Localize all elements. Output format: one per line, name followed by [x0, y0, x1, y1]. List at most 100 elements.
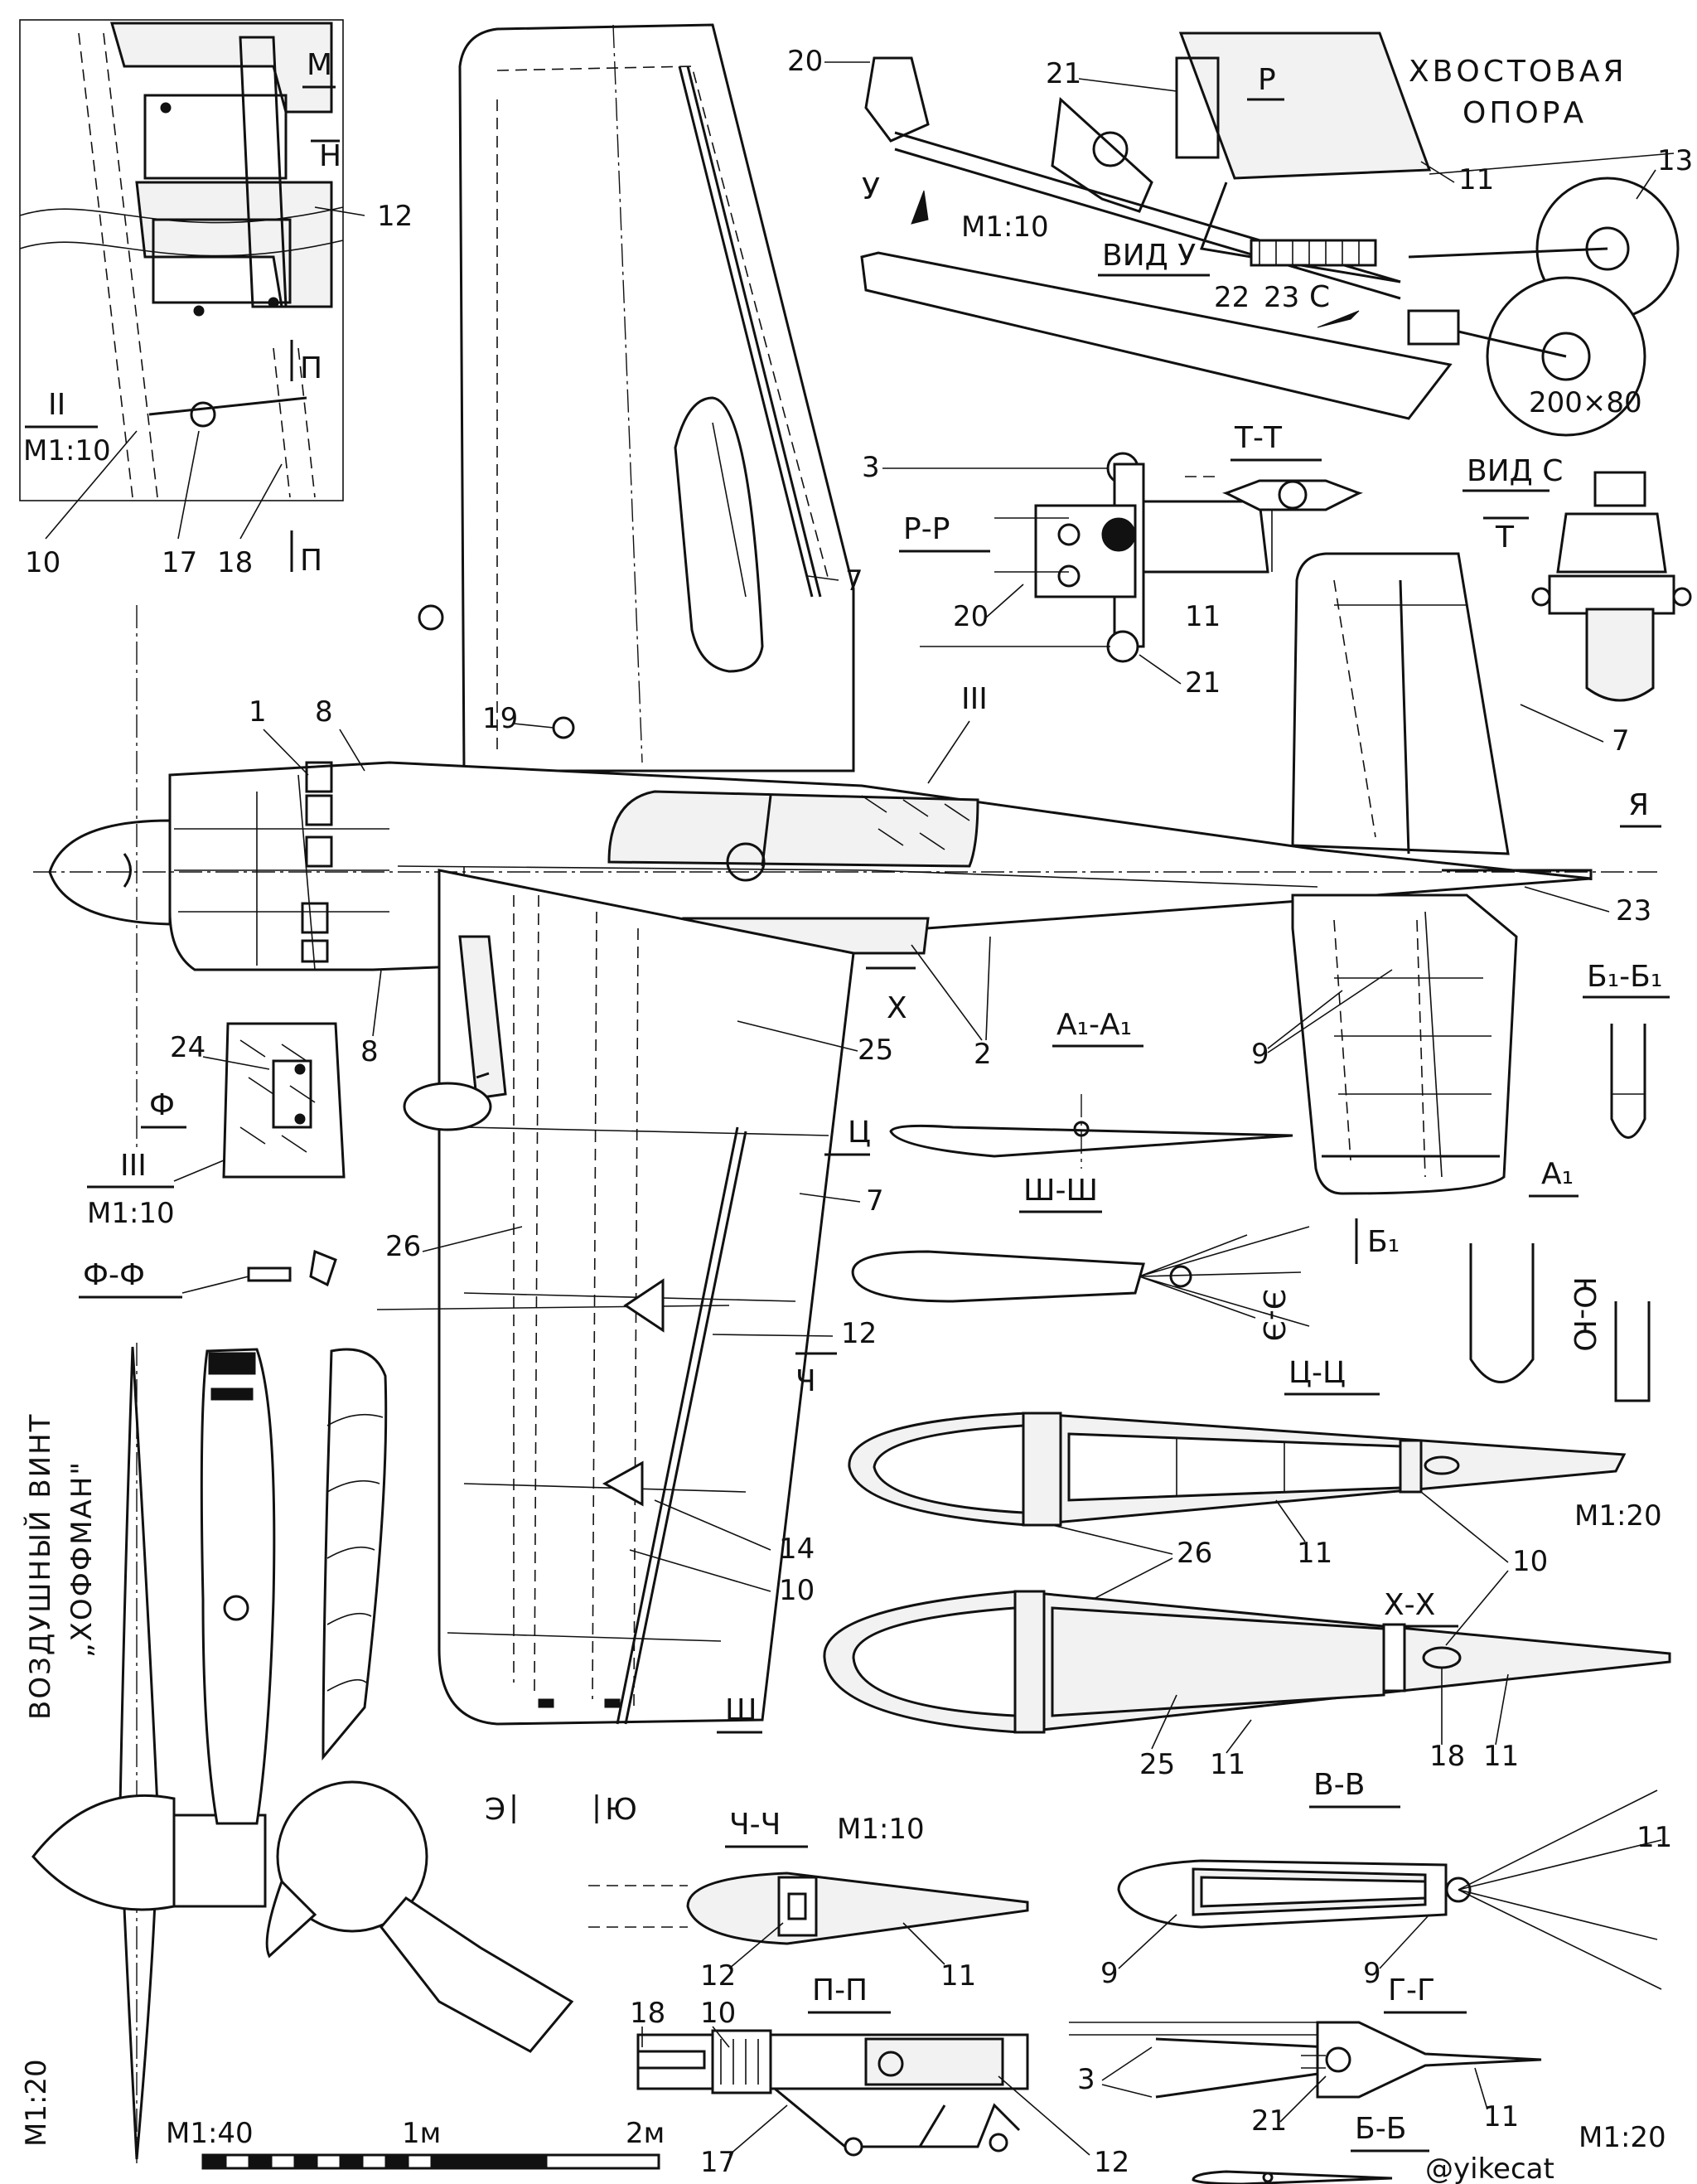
propeller-views: ВОЗДУШНЫЙ ВИНТ „ХОФФМАН" М1:20 — [20, 1343, 574, 2163]
label-part-3-rr: 3 — [862, 451, 880, 484]
label-part-10-pp: 10 — [700, 1997, 736, 2030]
detail-ii-title: II — [48, 388, 65, 422]
tail-support-title-1: ХВОСТОВАЯ — [1409, 55, 1627, 89]
section-vv-title: В-В — [1313, 1768, 1365, 1802]
label-section-ch: Ч — [795, 1364, 816, 1398]
label-section-e: Э — [485, 1793, 505, 1827]
label-part-1: 1 — [249, 695, 267, 729]
label-section-b1-main: Б₁ — [1367, 1225, 1400, 1259]
label-section-t: Т — [1495, 521, 1515, 554]
section-tt-title: Т-Т — [1234, 421, 1283, 455]
chch-scale: М1:10 — [837, 1813, 925, 1846]
label-part-11-gg: 11 — [1483, 2100, 1519, 2133]
label-part-13: 13 — [1657, 144, 1693, 177]
watermark: @yikecat — [1425, 2153, 1554, 2184]
label-section-iii-main: III — [961, 682, 988, 716]
section-rr-title: Р-Р — [903, 512, 950, 546]
propeller-hub-front — [276, 1780, 428, 1933]
label-part-11-chch: 11 — [940, 1959, 976, 1993]
section-rr-view: 3 Р-Р 20 11 21 — [862, 451, 1273, 700]
section-bb-view: Б-Б М1:20 — [1192, 2112, 1666, 2184]
label-part-25: 25 — [858, 1034, 893, 1067]
detail-iii-view: 24 Ф III М1:10 Ф-Ф — [79, 605, 346, 1299]
label-part-11-khkh-a: 11 — [1210, 1748, 1245, 1781]
propeller-hub-side — [31, 1794, 176, 1911]
label-part-20-tail: 20 — [787, 45, 823, 78]
view-c-title: ВИД С — [1467, 454, 1563, 488]
label-part-24: 24 — [170, 1031, 205, 1064]
section-pp-title: П-П — [812, 1973, 868, 2007]
section-tsts-title: Ц-Ц — [1288, 1356, 1346, 1390]
label-part-26-tsts: 26 — [1177, 1537, 1212, 1570]
section-vv-view: В-В 9 9 11 — [1100, 1768, 1672, 1990]
label-section-kh: Х — [887, 991, 907, 1025]
label-part-23-tail: 23 — [1264, 281, 1299, 314]
tail-spring — [1250, 239, 1377, 267]
label-part-18: 18 — [217, 546, 253, 579]
section-bb-title: Б-Б — [1355, 2112, 1406, 2146]
section-a1a1-view: А₁-А₁ — [889, 1008, 1293, 1169]
section-chch-view: Ч-Ч М1:10 12 11 — [588, 1808, 1029, 1993]
label-part-11-rr: 11 — [1185, 600, 1221, 633]
label-section-p-top: П — [300, 351, 322, 385]
propeller-blade-side — [118, 1346, 159, 2160]
tail-support-view: ХВОСТОВАЯ ОПОРА 200×80 20 21 Р 11 13 У М… — [787, 31, 1693, 437]
label-part-21-tail: 21 — [1046, 57, 1081, 90]
section-shsh-view: Ш-Ш — [851, 1174, 1310, 1327]
label-part-12-chch: 12 — [700, 1959, 736, 1993]
label-section-tse: Ц — [848, 1116, 871, 1150]
label-part-22: 22 — [1214, 281, 1250, 314]
horizontal-stabilizer — [1291, 893, 1518, 1195]
label-part-8-top: 8 — [315, 695, 333, 729]
label-part-18-khkh: 18 — [1429, 1740, 1465, 1773]
label-section-f: Ф — [149, 1088, 175, 1122]
tail-support-title-2: ОПОРА — [1463, 96, 1587, 130]
detail-iii-title: III — [120, 1149, 147, 1183]
label-part-10-tsts: 10 — [1512, 1545, 1548, 1578]
detail-ii-scale: М1:10 — [23, 434, 111, 467]
label-part-10-main: 10 — [779, 1574, 815, 1607]
detail-iii-scale: М1:10 — [87, 1197, 175, 1230]
section-tt-view: Т-Т ВИД С Т — [1221, 421, 1692, 702]
section-b1b1-view: Б₁-Б₁ — [1583, 960, 1670, 1139]
label-part-21-rr: 21 — [1185, 666, 1221, 700]
label-part-12: 12 — [377, 200, 413, 233]
vertical-fin — [458, 23, 855, 772]
section-ee-yuyu-view: Э-Э Ю-Ю — [1256, 1243, 1651, 1402]
label-part-10: 10 — [25, 546, 60, 579]
label-part-7-fin: 7 — [845, 564, 863, 598]
section-ee-title: Э-Э — [1256, 1289, 1290, 1341]
section-gg-title: Г-Г — [1388, 1973, 1435, 2007]
label-section-u: У — [862, 172, 880, 206]
fin-elevation — [1291, 552, 1510, 855]
main-drawing-labels: 1 8 19 III 8 Х 25 2 Ц 7 26 12 Ч 14 10 Ш … — [249, 564, 1661, 1827]
detail-ii-view: М Н 12 П П II М1:10 10 17 18 — [19, 19, 413, 579]
label-section-sh: Ш — [725, 1693, 757, 1727]
label-part-18-pp: 18 — [630, 1997, 665, 2030]
label-part-11-tsts: 11 — [1297, 1537, 1332, 1570]
label-part-17: 17 — [162, 546, 197, 579]
section-pp-view: П-П 18 10 17 12 — [630, 1973, 1129, 2179]
section-chch-title: Ч-Ч — [729, 1808, 781, 1842]
scale-bar: М1:40 1м 2м — [166, 2117, 665, 2170]
label-part-11-vv: 11 — [1637, 1821, 1672, 1854]
label-part-11-tail: 11 — [1458, 163, 1494, 196]
section-a1a1-title: А₁-А₁ — [1056, 1008, 1132, 1042]
wheel-size-label: 200×80 — [1529, 386, 1642, 419]
propeller-scale: М1:20 — [20, 2059, 53, 2147]
section-b1b1-title: Б₁-Б₁ — [1587, 960, 1662, 994]
tsts-scale: М1:20 — [1574, 1499, 1662, 1533]
label-part-19: 19 — [482, 702, 518, 735]
label-section-ya: Я — [1628, 788, 1649, 822]
section-gg-view: Г-Г 3 21 11 — [1069, 1973, 1542, 2138]
label-section-a1-main: А₁ — [1541, 1157, 1574, 1191]
label-part-9-vv-b: 9 — [1363, 1957, 1381, 1990]
propeller-caption-2: „ХОФФМАН" — [65, 1460, 99, 1658]
label-part-7-wing: 7 — [866, 1184, 884, 1218]
label-section-m: М — [307, 48, 332, 82]
label-part-11-khkh-b: 11 — [1483, 1740, 1519, 1773]
scale-bar-1m: 1м — [402, 2117, 441, 2150]
landing-gear-leg — [458, 935, 507, 1100]
label-part-25-khkh: 25 — [1139, 1748, 1175, 1781]
